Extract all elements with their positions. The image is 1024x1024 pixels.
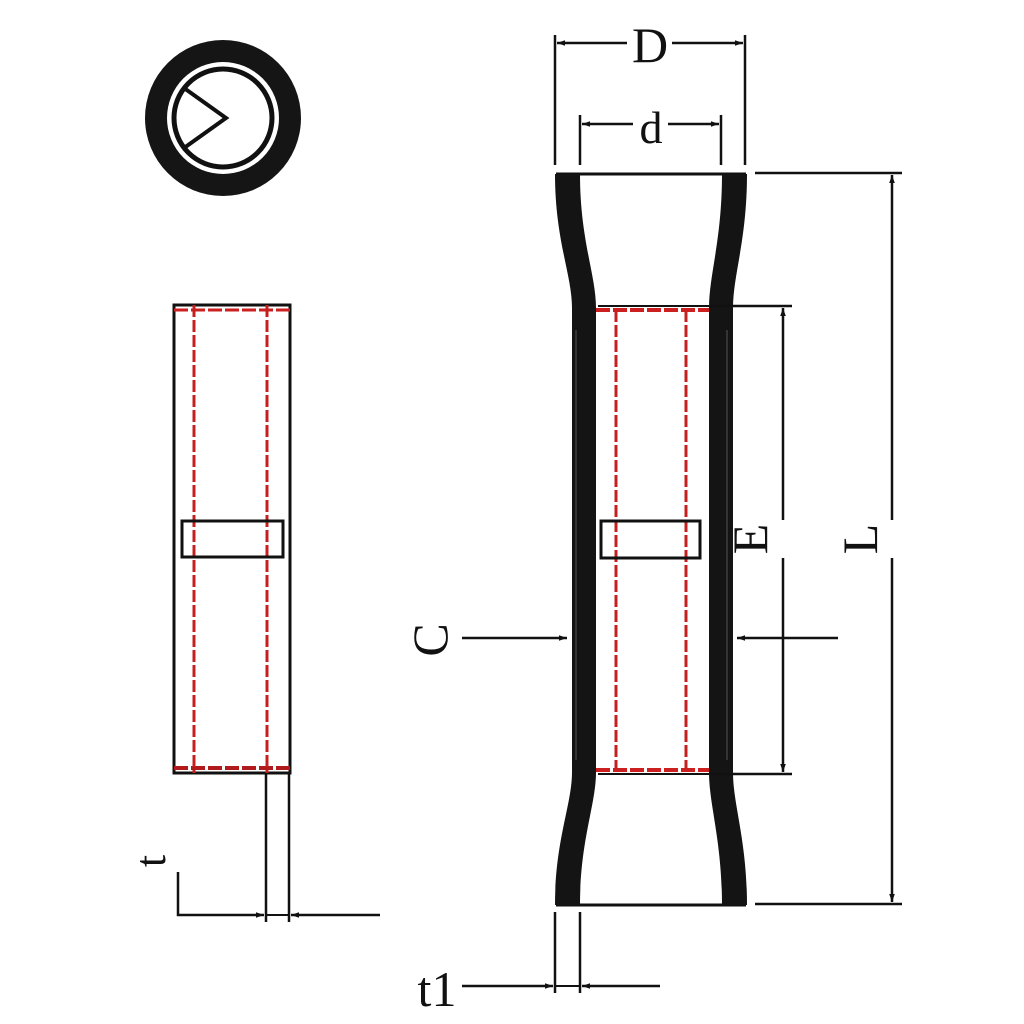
dim-label-D: D: [632, 17, 668, 73]
end-view: [145, 40, 301, 196]
dim-label-C: C: [402, 623, 458, 656]
dim-label-L: L: [832, 524, 888, 555]
sleeve-outline: [172, 303, 292, 775]
tube-view: D d L E C t1: [402, 17, 902, 1017]
inspection-window: [599, 519, 702, 560]
inner-sleeve: [596, 308, 709, 772]
sleeve-ring: [171, 66, 275, 170]
dim-label-d: d: [640, 102, 663, 153]
dim-label-t1: t1: [418, 961, 457, 1017]
dim-label-E: E: [722, 524, 778, 555]
tube-right-wall: [709, 174, 747, 905]
dim-label-t: t: [126, 855, 175, 867]
v-notch: [182, 86, 230, 150]
sleeve-view: t: [126, 303, 380, 922]
inspection-window: [180, 519, 285, 559]
t-leader: [176, 872, 264, 918]
